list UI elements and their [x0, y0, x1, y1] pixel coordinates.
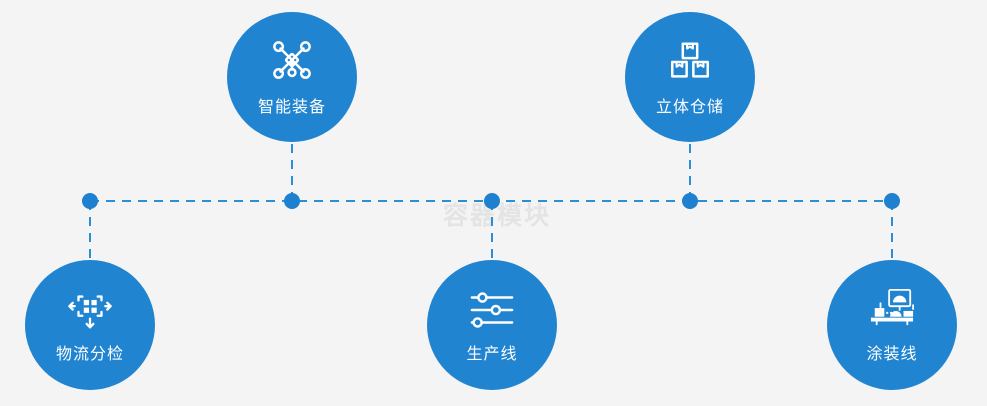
bubble-liti-cangchu[interactable]: 立体仓储 — [625, 12, 755, 142]
paint-machine-icon — [870, 288, 914, 326]
bubble-label: 物流分检 — [55, 344, 124, 363]
node-dot-n4[interactable] — [682, 193, 698, 209]
node-dot-n1[interactable] — [82, 193, 98, 209]
network-nodes-icon — [273, 41, 311, 79]
bubble-zhineng-zhuangbei[interactable]: 智能装备 — [227, 12, 357, 142]
bubble-label: 立体仓储 — [655, 97, 724, 116]
bubble-tuzhuang-xian[interactable]: 涂装线 — [827, 260, 957, 390]
bubble-wuliu-fenjian[interactable]: 物流分检 — [25, 260, 155, 390]
node-dot-n2[interactable] — [284, 193, 300, 209]
node-dot-n3[interactable] — [484, 193, 500, 209]
bubble-label: 智能装备 — [257, 97, 326, 116]
bubble-label: 生产线 — [466, 344, 518, 363]
bubble-shengchan-xian[interactable]: 生产线 — [427, 260, 557, 390]
node-dot-n5[interactable] — [884, 193, 900, 209]
bubble-label: 涂装线 — [866, 344, 918, 363]
sliders-icon — [470, 292, 514, 328]
stacked-boxes-icon — [671, 42, 709, 78]
sorting-arrows-icon — [68, 295, 112, 329]
